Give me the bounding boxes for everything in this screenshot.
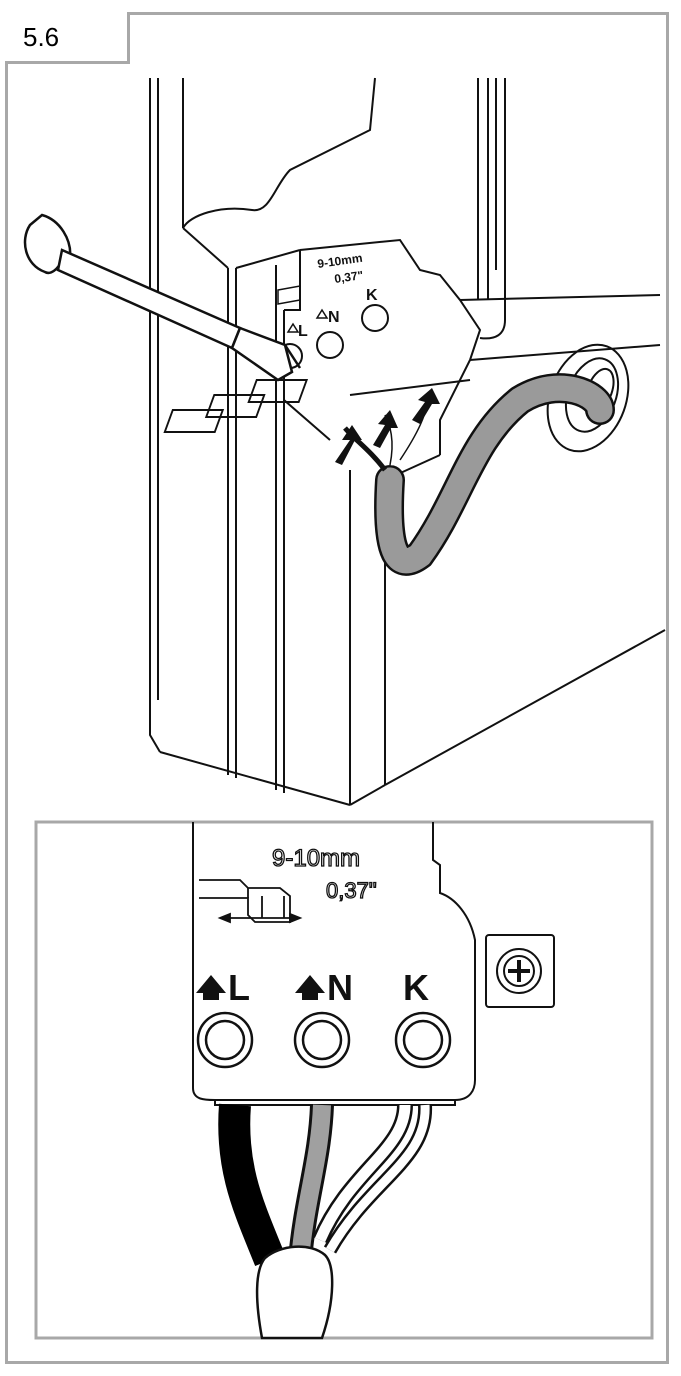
detail-frame xyxy=(34,820,654,1340)
top-label-k: K xyxy=(366,287,378,304)
label-n: N xyxy=(327,967,353,1008)
step-number-box: 5.6 xyxy=(5,12,130,64)
detail-cable-sheath xyxy=(255,1245,334,1340)
arrow-up-icon-n xyxy=(295,975,325,1000)
detail-wires xyxy=(218,1103,433,1266)
mounting-tab xyxy=(485,934,555,1008)
insert-arrows xyxy=(335,388,440,465)
detail-terminal-block xyxy=(192,822,555,1106)
top-label-l: L xyxy=(298,323,308,340)
terminal-hole-n xyxy=(293,1011,351,1069)
insert-arrow-icon-1 xyxy=(335,425,362,465)
detail-terminal-labels: L N K xyxy=(196,967,429,1008)
housing-illustration xyxy=(149,77,666,806)
figure-frame xyxy=(5,12,669,1364)
top-arrow-up-icon-l xyxy=(286,322,300,333)
top-arrow-up-icon-n xyxy=(315,308,329,319)
terminal-hole-k xyxy=(394,1011,452,1069)
terminal-holes xyxy=(196,1011,452,1069)
top-terminal-labels: L N K xyxy=(286,287,378,340)
top-strip-label: 9-10mm 0,37" xyxy=(277,251,364,305)
step-number: 5.6 xyxy=(23,22,60,52)
label-l: L xyxy=(228,967,250,1008)
mounting-screw-icon xyxy=(496,948,542,994)
detail-strip-length-inch: 0,37" xyxy=(326,878,377,903)
screwdriver-icon xyxy=(23,213,302,382)
terminal-hole-l xyxy=(196,1011,254,1069)
top-strip-length-inch: 0,37" xyxy=(333,268,364,286)
top-cable xyxy=(343,373,615,576)
detail-strip-length: 9-10mm xyxy=(272,845,360,872)
top-label-n: N xyxy=(328,309,340,326)
top-strip-symbol xyxy=(277,285,301,305)
insert-arrow-icon-3 xyxy=(412,388,440,424)
label-k: K xyxy=(403,967,429,1008)
insert-arrow-icon-2 xyxy=(373,410,398,448)
arrow-up-icon-l xyxy=(196,975,226,1000)
detail-strip-symbol xyxy=(199,879,303,924)
top-strip-length: 9-10mm xyxy=(316,251,363,271)
